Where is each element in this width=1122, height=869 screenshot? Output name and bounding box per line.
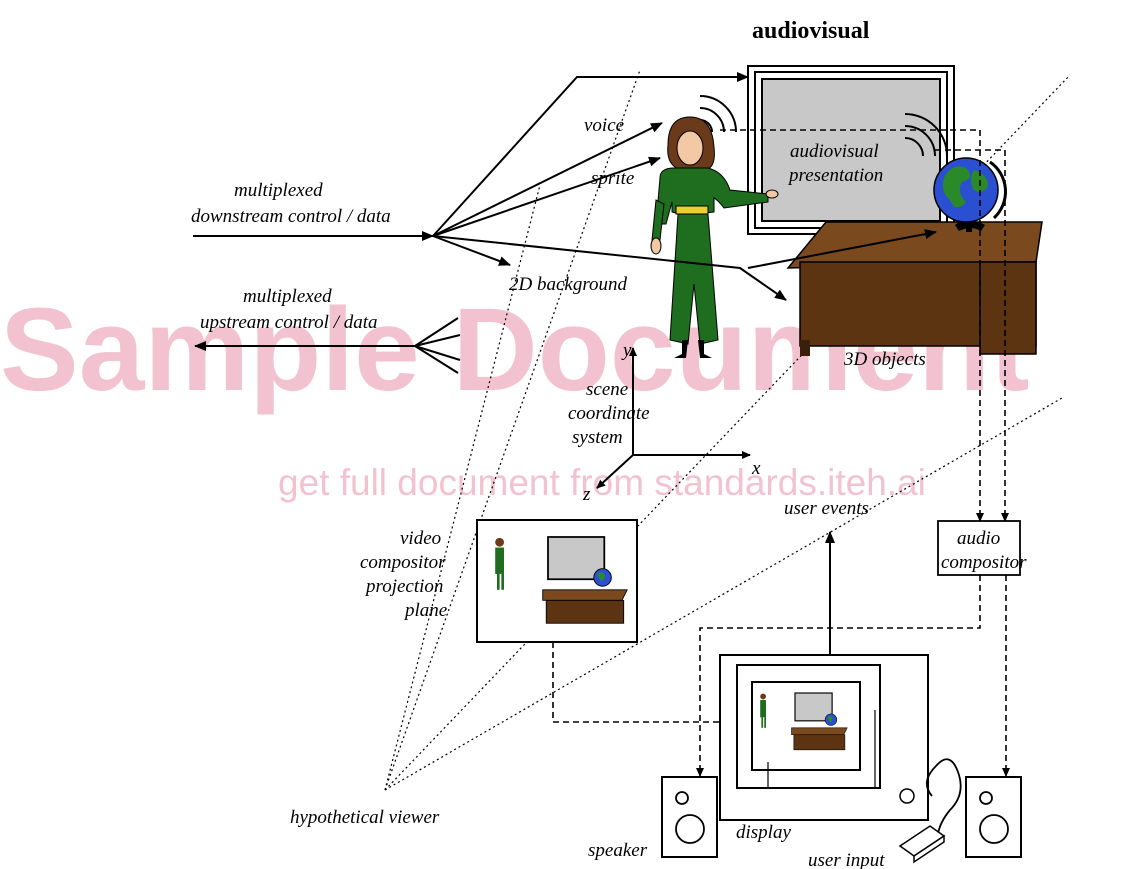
speaker-left-icon: [661, 776, 718, 858]
labels: multiplexed downstream control / data mu…: [191, 115, 1027, 869]
user-input-device-icon: [898, 758, 962, 864]
viewer-label: hypothetical viewer: [290, 807, 440, 828]
axis-x-label: x: [751, 458, 761, 479]
axis-z-label: z: [582, 484, 591, 505]
upstream-label-line2: upstream control / data: [200, 312, 378, 333]
presentation-screen: [747, 65, 955, 235]
speaker-label: speaker: [588, 840, 648, 861]
objects-label: 3D objects: [843, 349, 926, 370]
downstream-arrows: [193, 72, 937, 301]
dashed-routing: [552, 129, 1010, 777]
desk: [786, 221, 1043, 356]
axis-y-label: y: [621, 340, 632, 361]
sound-waves: [699, 95, 948, 157]
video-label-line4: plane: [403, 600, 447, 621]
user-input-label: user input: [808, 850, 885, 869]
video-label-line1: video: [400, 528, 441, 549]
audio-compositor-label-line1: audio: [957, 528, 1000, 549]
display-monitor: [719, 654, 929, 821]
upstream-arrows: [194, 317, 461, 374]
downstream-label-line1: multiplexed: [234, 180, 323, 201]
diagram-title: audiovisual: [752, 18, 870, 44]
sprite-label: sprite: [591, 168, 634, 189]
downstream-label-line2: downstream control / data: [191, 206, 391, 227]
user-events-label: user events: [784, 498, 869, 519]
voice-label: voice: [584, 115, 624, 136]
video-label-line2: compositor: [360, 552, 446, 573]
background-label: 2D background: [509, 274, 628, 295]
display-label: display: [736, 822, 791, 843]
audio-compositor-label-line2: compositor: [941, 552, 1027, 573]
scene-label-line1: scene: [586, 379, 628, 400]
sprite-presenter: [650, 116, 779, 358]
presentation-label-line2: presentation: [787, 165, 883, 186]
scene-axes: [596, 347, 751, 489]
speaker-right-icon: [965, 776, 1022, 858]
scene-label-line3: system: [572, 427, 623, 448]
video-label-line3: projection: [364, 576, 443, 597]
scene-label-line2: coordinate: [568, 403, 650, 424]
video-projection-plane: [476, 519, 638, 643]
upstream-label-line1: multiplexed: [243, 286, 332, 307]
presentation-label-line1: audiovisual: [790, 141, 879, 162]
audio-compositor-box: [937, 520, 1021, 576]
